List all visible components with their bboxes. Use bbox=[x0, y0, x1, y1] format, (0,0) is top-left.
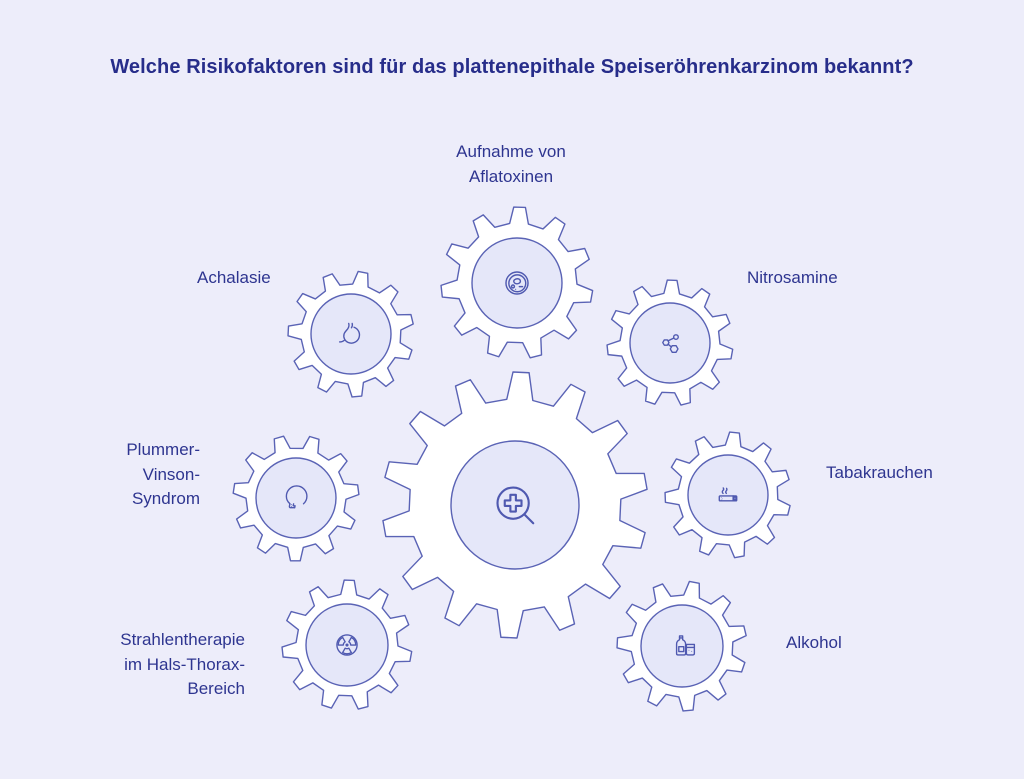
gear-shape bbox=[287, 270, 414, 398]
radiation-icon bbox=[336, 634, 358, 656]
gear-shape bbox=[382, 371, 648, 639]
petri-dish-icon bbox=[505, 271, 529, 295]
label-achalasie: Achalasie bbox=[197, 268, 271, 287]
label-alkohol: Alkohol bbox=[786, 633, 842, 652]
gear-nitrosamine bbox=[606, 279, 734, 407]
gear-alkohol bbox=[616, 580, 748, 712]
label-nitrosamine: Nitrosamine bbox=[747, 268, 838, 287]
label-tabakrauchen: Tabakrauchen bbox=[826, 463, 933, 482]
gear-shape bbox=[440, 206, 594, 359]
gear-shape bbox=[606, 279, 734, 406]
gear-strahlentherapie bbox=[281, 579, 413, 711]
gear-tabakrauchen bbox=[664, 431, 792, 559]
magnifier-medical-cross-icon bbox=[496, 486, 535, 525]
cigarette-icon bbox=[718, 487, 738, 502]
gear-shape bbox=[664, 431, 791, 559]
gear-plummer-vinson bbox=[232, 434, 360, 562]
label-plummer-vinson-syndrom: Plummer- Vinson- Syndrom bbox=[126, 440, 200, 509]
head-throat-icon bbox=[285, 485, 308, 509]
central-gear bbox=[380, 370, 650, 640]
label-aflatoxine: Aufnahme von Aflatoxinen bbox=[456, 142, 566, 186]
gear-aflatoxine bbox=[440, 206, 594, 360]
stomach-icon bbox=[338, 322, 361, 344]
page-title: Welche Risikofaktoren sind für das platt… bbox=[110, 56, 914, 78]
gear-shape bbox=[232, 435, 360, 562]
molecule-icon bbox=[662, 334, 679, 353]
label-strahlentherapie: Strahlentherapie im Hals-Thorax- Bereich bbox=[120, 630, 245, 699]
gear-achalasie bbox=[287, 270, 415, 398]
alcohol-bottle-glass-icon bbox=[675, 635, 696, 656]
